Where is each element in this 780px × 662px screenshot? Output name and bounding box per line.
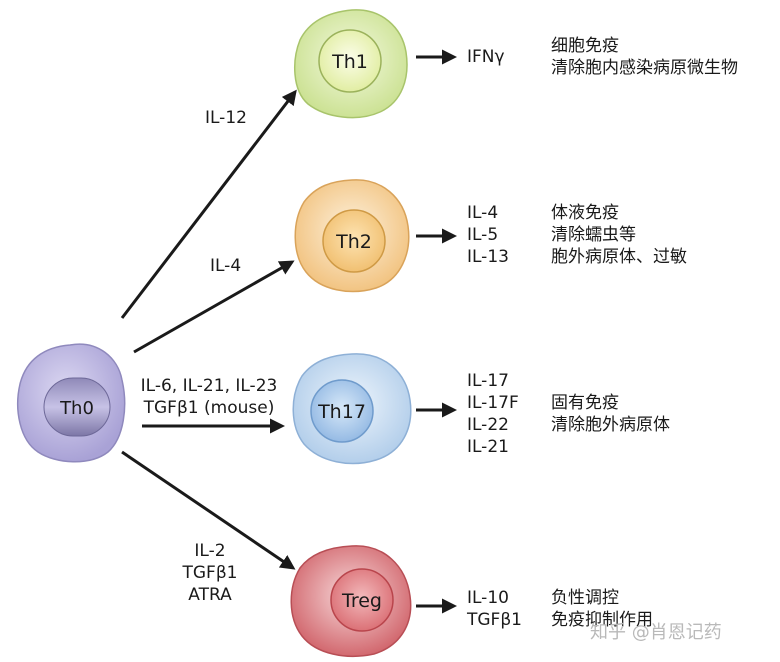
inducer-th2: IL-4 <box>210 255 241 277</box>
cytokine-item: IL-22 <box>467 415 509 435</box>
functions-th2: 体液免疫 清除蠕虫等 胞外病原体、过敏 <box>551 202 687 268</box>
function-item: 负性调控 <box>551 588 619 608</box>
cytokine-item: IFNγ <box>467 47 505 67</box>
inducer-th2-line: IL-4 <box>210 256 242 276</box>
inducer-th17-line: TGFβ1 (mouse) <box>143 398 275 418</box>
cytokines-th1: IFNγ <box>467 46 505 68</box>
function-item: 清除蠕虫等 <box>551 225 636 245</box>
function-item: 清除胞外病原体 <box>551 415 670 435</box>
inducer-th1: IL-12 <box>205 107 247 129</box>
th1-nucleus <box>318 29 382 93</box>
cytokine-item: IL-5 <box>467 225 499 245</box>
cytokine-item: IL-13 <box>467 247 509 267</box>
cytokines-treg: IL-10 TGFβ1 <box>467 587 522 631</box>
function-item: 固有免疫 <box>551 393 619 413</box>
th2-nucleus <box>322 209 386 273</box>
arrow-th0-to-th1 <box>120 89 297 319</box>
function-item: 免疫抑制作用 <box>551 610 653 630</box>
function-item: 体液免疫 <box>551 203 619 223</box>
functions-treg: 负性调控 免疫抑制作用 <box>551 587 653 631</box>
cytokine-item: TGFβ1 <box>467 610 523 630</box>
cytokine-item: IL-4 <box>467 203 499 223</box>
cytokine-item: IL-21 <box>467 437 509 457</box>
th17-nucleus <box>310 379 374 443</box>
cytokine-item: IL-17 <box>467 371 509 391</box>
inducer-treg-line: IL-2 <box>194 541 226 561</box>
function-item: 细胞免疫 <box>551 36 619 56</box>
functions-th1: 细胞免疫 清除胞内感染病原微生物 <box>551 35 738 79</box>
function-item: 胞外病原体、过敏 <box>551 247 687 267</box>
th0-nucleus <box>43 377 111 437</box>
cytokines-th2: IL-4 IL-5 IL-13 <box>467 202 509 268</box>
cell-th0: Th0 <box>17 343 126 463</box>
inducer-th17: IL-6, IL-21, IL-23 TGFβ1 (mouse) <box>128 375 290 419</box>
cell-label-th0: Th0 <box>59 398 94 419</box>
arrow-th0-to-th2 <box>133 260 295 354</box>
treg-nucleus <box>330 568 394 632</box>
inducer-treg-line: TGFβ1 <box>182 563 238 583</box>
cell-label-th17: Th17 <box>317 401 366 423</box>
cell-treg: Treg <box>290 545 412 657</box>
cell-label-th2: Th2 <box>335 231 372 253</box>
cell-label-th1: Th1 <box>331 51 368 73</box>
cell-th17: Th17 <box>292 353 412 465</box>
inducer-th1-line: IL-12 <box>205 108 247 128</box>
cell-th1: Th1 <box>294 9 408 119</box>
cytokine-item: IL-17F <box>467 393 519 413</box>
cytokines-th17: IL-17 IL-17F IL-22 IL-21 <box>467 370 519 458</box>
cell-th2: Th2 <box>294 179 410 293</box>
function-item: 清除胞内感染病原微生物 <box>551 58 738 78</box>
cytokine-item: IL-10 <box>467 588 509 608</box>
cell-label-treg: Treg <box>341 590 382 612</box>
inducer-th17-line: IL-6, IL-21, IL-23 <box>140 376 278 396</box>
inducer-treg: IL-2 TGFβ1 ATRA <box>172 540 248 606</box>
functions-th17: 固有免疫 清除胞外病原体 <box>551 392 670 436</box>
watermark: 知乎 @肖恩记药 <box>590 622 722 643</box>
inducer-treg-line: ATRA <box>188 585 232 605</box>
arrow-th0-to-treg <box>121 450 296 570</box>
